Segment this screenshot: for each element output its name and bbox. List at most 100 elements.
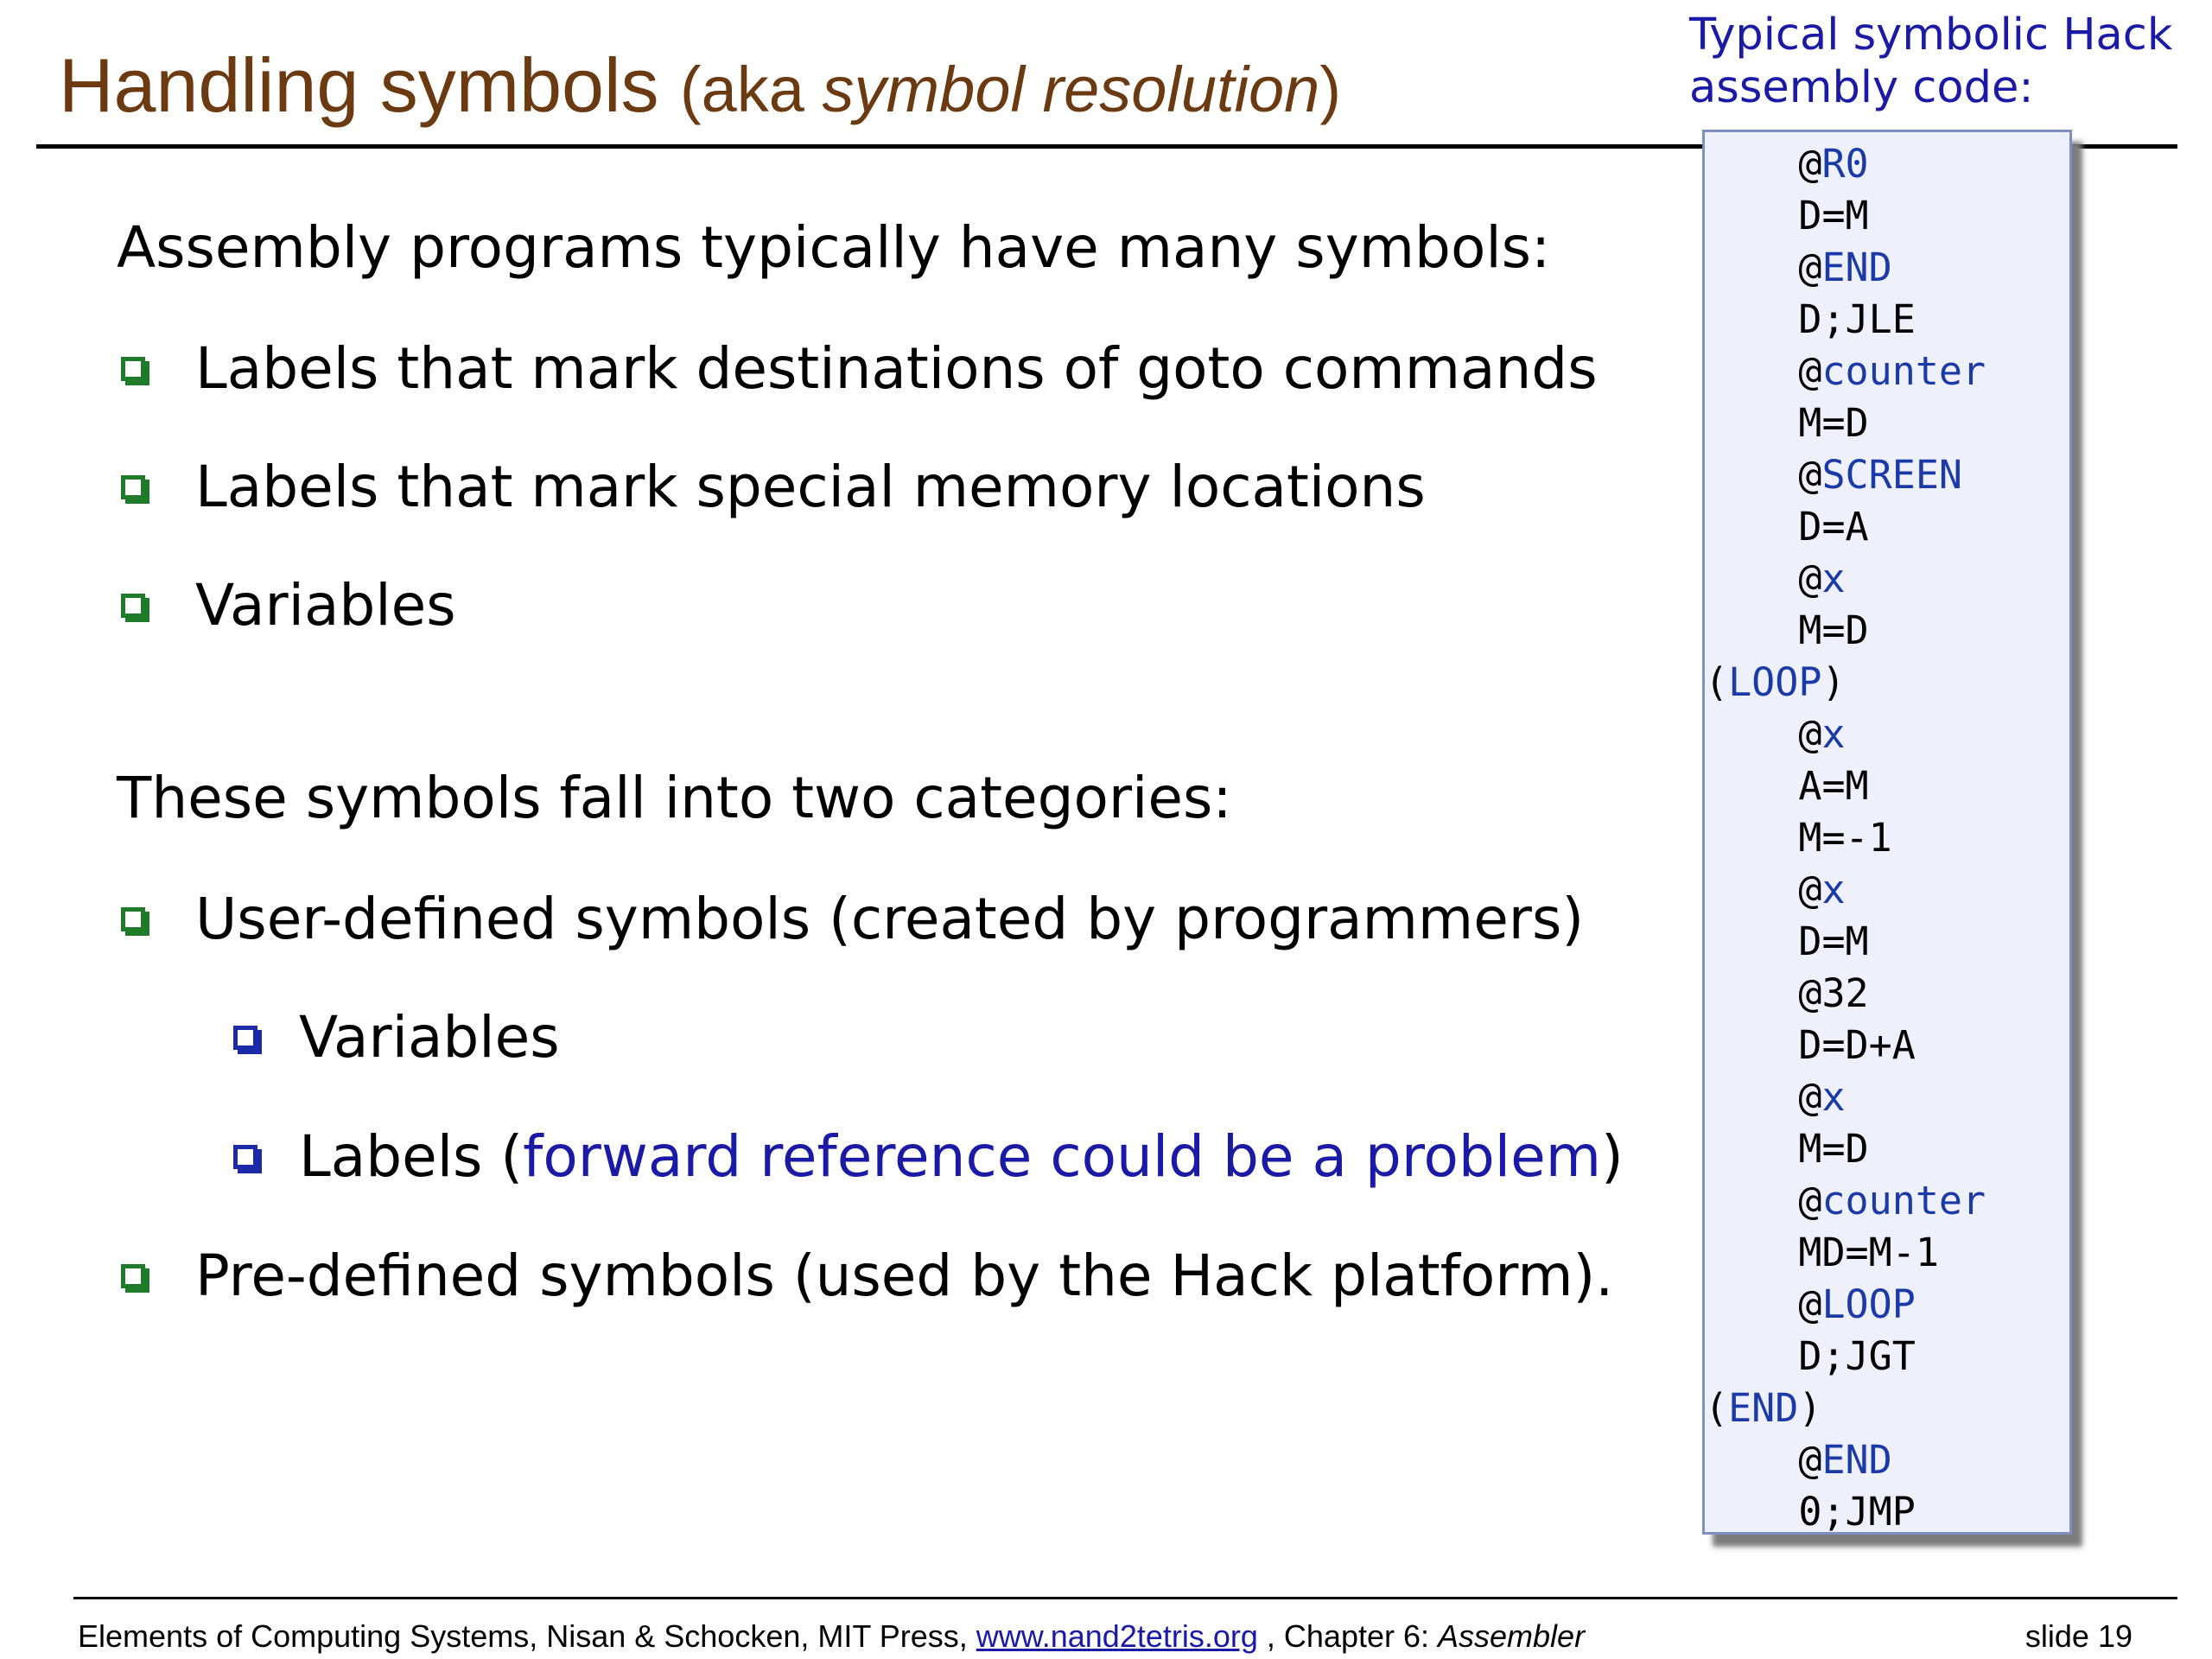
slide-number: slide 19 bbox=[2024, 1618, 2133, 1654]
code-text: 0;JMP bbox=[1798, 1489, 1916, 1535]
code-line: D;JLE bbox=[1705, 294, 2069, 346]
code-indent bbox=[1705, 193, 1798, 238]
code-line: @END bbox=[1705, 1434, 2069, 1486]
code-indent bbox=[1705, 607, 1798, 653]
code-text: @ bbox=[1798, 141, 1822, 187]
code-text: M=D bbox=[1798, 400, 1869, 446]
square-bullet-icon bbox=[121, 1263, 145, 1288]
code-line: D=M bbox=[1705, 190, 2069, 242]
code-text: @ bbox=[1798, 1281, 1822, 1327]
code-line: @END bbox=[1705, 242, 2069, 294]
code-symbol: x bbox=[1821, 1074, 1846, 1120]
code-indent bbox=[1705, 918, 1798, 964]
code-text: D=M bbox=[1798, 918, 1869, 964]
code-line: @SCREEN bbox=[1705, 449, 2069, 501]
labels-pre: Labels ( bbox=[299, 1123, 524, 1190]
code-line: @x bbox=[1705, 1071, 2069, 1123]
square-bullet-icon bbox=[233, 1025, 257, 1050]
bullet-text: User-defined symbols (created by program… bbox=[195, 886, 1585, 952]
footer-divider bbox=[73, 1597, 2177, 1599]
code-indent bbox=[1705, 1178, 1798, 1224]
code-symbol: END bbox=[1821, 245, 1892, 290]
code-symbol: x bbox=[1821, 711, 1846, 757]
footer-chapter: Assembler bbox=[1438, 1618, 1586, 1654]
sub-bullet-text: Labels (forward reference could be a pro… bbox=[299, 1123, 1624, 1190]
intro-text: Assembly programs typically have many sy… bbox=[117, 214, 1551, 281]
code-symbol: counter bbox=[1821, 348, 1986, 394]
bullet-item-user-defined: User-defined symbols (created by program… bbox=[121, 886, 1584, 952]
title-divider bbox=[36, 144, 2177, 149]
code-caption-line2: assembly code: bbox=[1689, 62, 2034, 114]
code-indent bbox=[1705, 763, 1798, 809]
code-line: 0;JMP bbox=[1705, 1486, 2069, 1538]
code-indent bbox=[1705, 1281, 1798, 1327]
code-indent bbox=[1705, 348, 1798, 394]
code-panel: @R0 D=M @END D;JLE @counter M=D @SCREEN … bbox=[1702, 130, 2072, 1535]
code-text: D=M bbox=[1798, 193, 1869, 238]
bullet-item-predefined: Pre-defined symbols (used by the Hack pl… bbox=[121, 1243, 1613, 1309]
sub-bullet-text: Variables bbox=[299, 1004, 560, 1071]
code-text: M=D bbox=[1798, 607, 1869, 653]
code-symbol: LOOP bbox=[1728, 659, 1822, 705]
square-bullet-icon bbox=[121, 356, 145, 381]
code-indent bbox=[1705, 815, 1798, 861]
code-line: @counter bbox=[1705, 1175, 2069, 1227]
code-indent bbox=[1705, 1074, 1798, 1120]
code-indent bbox=[1705, 556, 1798, 601]
code-indent bbox=[1705, 296, 1798, 342]
code-indent bbox=[1705, 141, 1798, 187]
code-text: ( bbox=[1705, 1385, 1729, 1431]
forward-reference-note: forward reference could be a problem bbox=[523, 1123, 1602, 1190]
bullet-item: Labels that mark destinations of goto co… bbox=[121, 335, 1598, 402]
bullet-text: Pre-defined symbols (used by the Hack pl… bbox=[195, 1243, 1614, 1309]
bullet-text: Labels that mark destinations of goto co… bbox=[195, 335, 1598, 402]
code-line: M=D bbox=[1705, 605, 2069, 657]
code-text: M=D bbox=[1798, 1126, 1869, 1172]
code-caption: Typical symbolic Hack assembly code: bbox=[1689, 9, 2173, 114]
code-line: D=M bbox=[1705, 916, 2069, 968]
bullet-text: Labels that mark special memory location… bbox=[195, 454, 1426, 520]
code-symbol: x bbox=[1821, 556, 1846, 601]
code-line: M=-1 bbox=[1705, 812, 2069, 864]
code-text: ( bbox=[1705, 659, 1729, 705]
code-indent bbox=[1705, 1489, 1798, 1535]
bullet-text: Variables bbox=[195, 572, 456, 639]
code-symbol: counter bbox=[1821, 1178, 1986, 1224]
code-indent bbox=[1705, 1230, 1798, 1275]
code-line: @32 bbox=[1705, 968, 2069, 1020]
code-text: @ bbox=[1798, 556, 1822, 601]
code-indent bbox=[1705, 1437, 1798, 1483]
code-line: @R0 bbox=[1705, 138, 2069, 190]
code-text: @ bbox=[1798, 1437, 1822, 1483]
code-line: (END) bbox=[1705, 1382, 2069, 1434]
footer-link[interactable]: www.nand2tetris.org bbox=[976, 1618, 1258, 1654]
code-text: @ bbox=[1798, 452, 1822, 498]
square-bullet-icon bbox=[121, 593, 145, 618]
code-text: M=-1 bbox=[1798, 815, 1892, 861]
sub-bullet-labels: Labels (forward reference could be a pro… bbox=[233, 1123, 1624, 1190]
code-symbol: END bbox=[1821, 1437, 1892, 1483]
code-text: @ bbox=[1798, 348, 1822, 394]
code-line: A=M bbox=[1705, 760, 2069, 812]
code-indent bbox=[1705, 1333, 1798, 1379]
code-line: @LOOP bbox=[1705, 1279, 2069, 1331]
code-symbol: x bbox=[1821, 867, 1846, 912]
code-text: ) bbox=[1798, 1385, 1822, 1431]
code-line: (LOOP) bbox=[1705, 657, 2069, 709]
bullet-item: Labels that mark special memory location… bbox=[121, 454, 1426, 520]
code-line: @x bbox=[1705, 709, 2069, 760]
footer-chapter-label: , Chapter 6: bbox=[1257, 1618, 1439, 1654]
code-text: D=D+A bbox=[1798, 1022, 1916, 1068]
code-text: @ bbox=[1798, 1074, 1822, 1120]
code-text: @32 bbox=[1798, 970, 1869, 1016]
code-text: @ bbox=[1798, 1178, 1822, 1224]
code-text: @ bbox=[1798, 245, 1822, 290]
code-line: @x bbox=[1705, 553, 2069, 605]
code-line: M=D bbox=[1705, 397, 2069, 449]
labels-post: ) bbox=[1601, 1123, 1624, 1190]
code-line: MD=M-1 bbox=[1705, 1227, 2069, 1279]
sub-bullet-variables: Variables bbox=[233, 1004, 560, 1071]
bullet-item: Variables bbox=[121, 572, 456, 639]
code-indent bbox=[1705, 400, 1798, 446]
code-symbol: END bbox=[1728, 1385, 1799, 1431]
